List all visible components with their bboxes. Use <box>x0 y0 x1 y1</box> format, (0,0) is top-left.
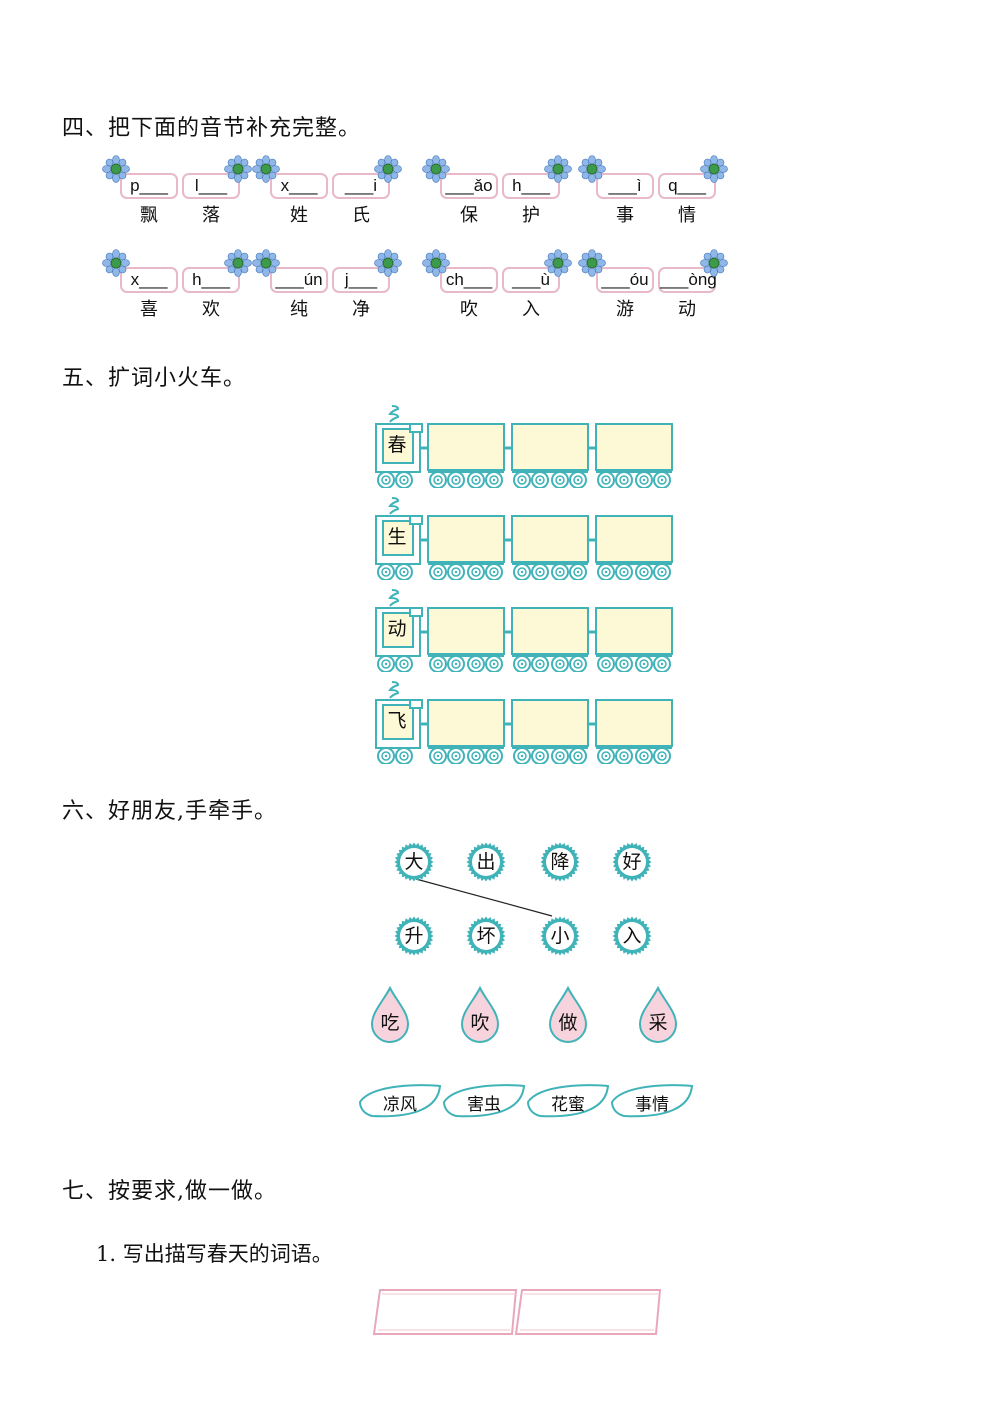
flower-icon <box>102 155 130 183</box>
character: 情 <box>678 205 696 226</box>
flower-icon <box>700 155 728 183</box>
engine-character: 动 <box>387 618 407 640</box>
char-circle[interactable]: 出 <box>466 842 506 882</box>
flower-icon <box>544 249 572 277</box>
flower-icon <box>374 155 402 183</box>
pinyin-group: ___ì q___ 事 情 <box>578 155 728 226</box>
pinyin-box[interactable]: h___ <box>502 173 560 199</box>
drop-character: 吹 <box>470 1012 490 1034</box>
character: 姓 <box>290 205 308 226</box>
pinyin-box[interactable]: ___ì <box>596 173 654 199</box>
pinyin-group: ch___ ___ù 吹 入 <box>422 249 572 320</box>
word-train: 生 <box>374 496 680 580</box>
character: 游 <box>616 299 634 320</box>
character: 保 <box>460 205 478 226</box>
circle-character: 出 <box>476 851 496 873</box>
pinyin-group: p___ l___ 飘 落 <box>102 155 252 226</box>
flower-icon <box>422 249 450 277</box>
section5-title: 五、扩词小火车。 <box>62 366 247 391</box>
character: 净 <box>352 299 370 320</box>
char-circle[interactable]: 大 <box>394 842 434 882</box>
answer-boxes <box>372 1289 662 1335</box>
pinyin-group: x___ h___ 喜 欢 <box>102 249 252 320</box>
char-circle[interactable]: 降 <box>540 842 580 882</box>
character: 欢 <box>202 299 220 320</box>
section7-title: 七、按要求,做一做。 <box>62 1179 277 1204</box>
flower-icon <box>252 249 280 277</box>
character: 护 <box>522 205 540 226</box>
pinyin-box[interactable]: ch___ <box>440 267 498 293</box>
flower-icon <box>544 155 572 183</box>
character: 事 <box>616 205 634 226</box>
flower-icon <box>422 155 450 183</box>
pinyin-group: ___óu ___òng 游 动 <box>578 249 728 320</box>
flower-icon <box>252 155 280 183</box>
pinyin-box[interactable]: x___ <box>120 267 178 293</box>
water-drop[interactable]: 采 <box>636 986 680 1046</box>
leaf-word: 害虫 <box>467 1095 501 1115</box>
engine-character: 春 <box>387 434 407 456</box>
flower-icon <box>224 155 252 183</box>
flower-icon <box>374 249 402 277</box>
flower-icon <box>224 249 252 277</box>
circle-character: 大 <box>404 851 424 873</box>
section4-title: 四、把下面的音节补充完整。 <box>62 116 362 141</box>
circle-character: 小 <box>550 925 570 947</box>
character: 氏 <box>352 205 370 226</box>
flower-icon <box>578 249 606 277</box>
drop-character: 吃 <box>380 1012 400 1034</box>
water-drop[interactable]: 做 <box>546 986 590 1046</box>
pinyin-group: ___ún j___ 纯 净 <box>252 249 402 320</box>
char-circle[interactable]: 坏 <box>466 916 506 956</box>
word-leaf[interactable]: 花蜜 <box>526 1084 610 1120</box>
flower-icon <box>700 249 728 277</box>
section6-title: 六、好朋友,手牵手。 <box>62 799 277 824</box>
character: 飘 <box>140 205 158 226</box>
engine-character: 生 <box>387 526 407 548</box>
water-drop[interactable]: 吹 <box>458 986 502 1046</box>
pinyin-box[interactable]: ___óu <box>596 267 654 293</box>
circle-character: 坏 <box>476 925 496 947</box>
leaf-word: 花蜜 <box>551 1095 585 1115</box>
pinyin-box[interactable]: x___ <box>270 173 328 199</box>
pinyin-box[interactable]: ___ún <box>270 267 328 293</box>
pinyin-group: x___ ___i 姓 氏 <box>252 155 402 226</box>
word-train: 动 <box>374 588 680 672</box>
leaf-word: 凉风 <box>383 1095 417 1115</box>
leaf-word: 事情 <box>635 1095 669 1115</box>
word-leaf[interactable]: 凉风 <box>358 1084 442 1120</box>
circle-character: 入 <box>622 925 642 947</box>
word-leaf[interactable]: 事情 <box>610 1084 694 1120</box>
pinyin-box[interactable]: ___i <box>332 173 390 199</box>
char-circle[interactable]: 升 <box>394 916 434 956</box>
character: 落 <box>202 205 220 226</box>
drop-character: 做 <box>558 1012 578 1034</box>
char-circle[interactable]: 入 <box>612 916 652 956</box>
question-1: 1. 写出描写春天的词语。 <box>96 1242 333 1266</box>
word-leaf[interactable]: 害虫 <box>442 1084 526 1120</box>
char-circle[interactable]: 小 <box>540 916 580 956</box>
pinyin-box[interactable]: ___ǎo <box>440 173 498 199</box>
circle-character: 升 <box>404 925 424 947</box>
drop-character: 采 <box>648 1012 668 1034</box>
character: 吹 <box>460 299 478 320</box>
flower-icon <box>102 249 130 277</box>
flower-icon <box>578 155 606 183</box>
character: 动 <box>678 299 696 320</box>
word-train: 春 <box>374 404 680 488</box>
pinyin-box[interactable]: p___ <box>120 173 178 199</box>
character: 喜 <box>140 299 158 320</box>
word-train: 飞 <box>374 680 680 764</box>
pinyin-group: ___ǎo h___ 保 护 <box>422 155 572 226</box>
circle-character: 降 <box>550 851 570 873</box>
water-drop[interactable]: 吃 <box>368 986 412 1046</box>
circle-character: 好 <box>622 851 642 873</box>
pinyin-box[interactable]: j___ <box>332 267 390 293</box>
character: 入 <box>522 299 540 320</box>
character: 纯 <box>290 299 308 320</box>
char-circle[interactable]: 好 <box>612 842 652 882</box>
engine-character: 飞 <box>387 710 407 732</box>
